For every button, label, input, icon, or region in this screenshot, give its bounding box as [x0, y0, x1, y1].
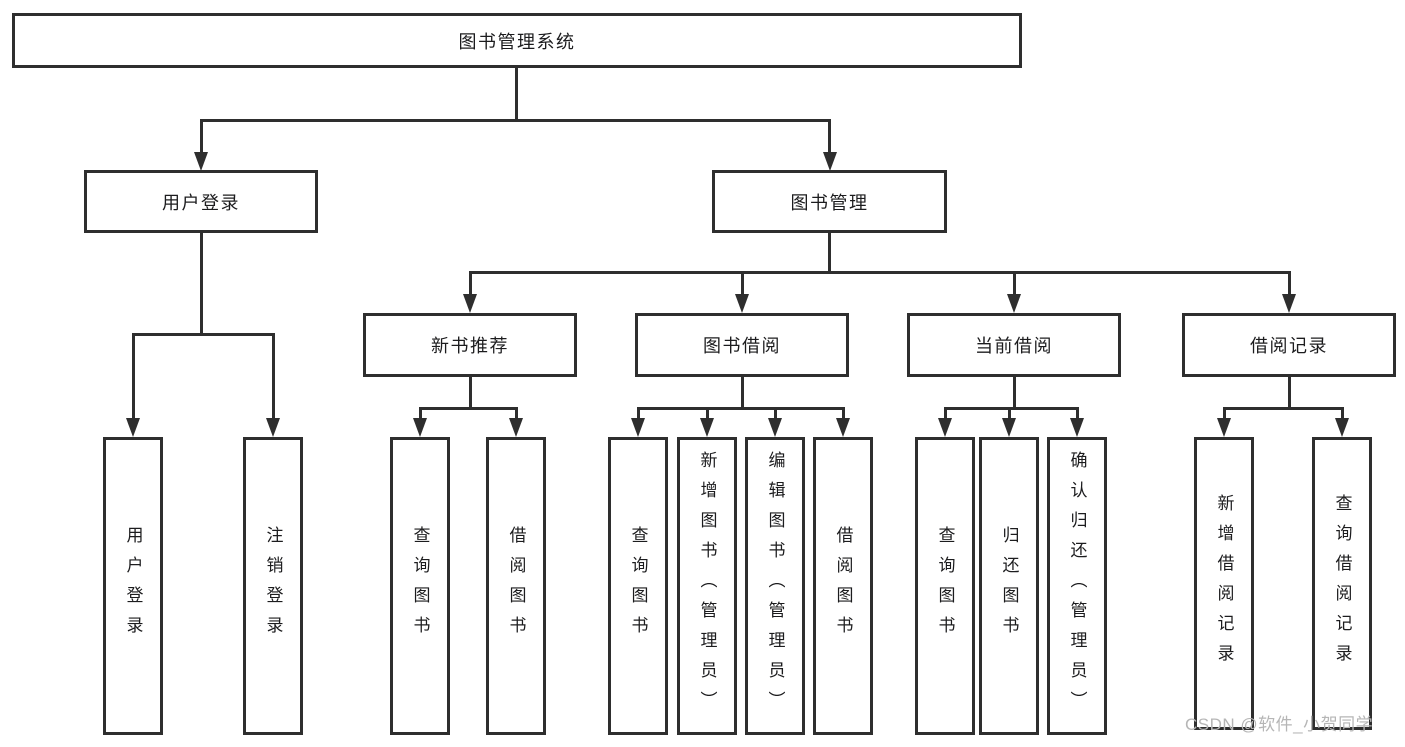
connector-line — [636, 407, 845, 410]
node-records-add-record: 新增借阅记录 — [1194, 437, 1254, 730]
node-label: 注销登录 — [263, 526, 283, 646]
node-label: 借阅记录 — [1250, 336, 1328, 356]
connector-line — [515, 68, 518, 122]
node-borrow-edit-books-admin: 编辑图书（管理员） — [745, 437, 805, 735]
connector-line — [468, 271, 472, 297]
node-current-borrowing: 当前借阅 — [907, 313, 1121, 377]
node-user-login: 用户登录 — [84, 170, 318, 233]
node-login: 用户登录 — [103, 437, 163, 735]
edge-arrowhead — [1007, 294, 1021, 313]
connector-line — [1007, 407, 1011, 419]
connector-line — [1287, 377, 1291, 410]
node-borrowing-records: 借阅记录 — [1182, 313, 1396, 377]
node-book-management: 图书管理 — [712, 170, 947, 233]
node-label: 查询图书 — [628, 526, 648, 646]
connector-line — [1075, 407, 1079, 419]
connector-line — [1287, 271, 1291, 297]
connector-line — [1340, 407, 1344, 419]
connector-line — [199, 119, 830, 122]
node-label: 确认归还（管理员） — [1067, 451, 1087, 721]
node-borrow-query-books: 查询图书 — [608, 437, 668, 735]
node-borrow-borrow-books: 借阅图书 — [813, 437, 873, 735]
connector-line — [943, 407, 1079, 410]
edge-arrowhead — [194, 152, 208, 171]
node-recommend-query-books: 查询图书 — [390, 437, 450, 735]
node-label: 用户登录 — [162, 192, 240, 213]
edge-arrowhead — [1335, 418, 1349, 437]
connector-line — [468, 271, 1291, 274]
node-label: 图书管理系统 — [458, 31, 576, 52]
edge-arrowhead — [463, 294, 477, 313]
node-label: 新书推荐 — [431, 336, 509, 356]
node-system-root: 图书管理系统 — [12, 13, 1022, 68]
edge-arrowhead — [735, 294, 749, 313]
node-current-return-books: 归还图书 — [979, 437, 1039, 735]
connector-line — [1012, 377, 1016, 410]
connector-line — [828, 233, 831, 274]
edge-arrowhead — [1070, 418, 1084, 437]
connector-line — [418, 407, 518, 410]
node-label: 编辑图书（管理员） — [765, 451, 785, 721]
connector-line — [943, 407, 947, 419]
node-current-confirm-return-admin: 确认归还（管理员） — [1047, 437, 1107, 735]
edge-arrowhead — [768, 418, 782, 437]
connector-line — [1222, 407, 1344, 410]
node-label: 新增借阅记录 — [1214, 493, 1234, 674]
connector-line — [705, 407, 709, 419]
edge-arrowhead — [1282, 294, 1296, 313]
connector-line — [740, 271, 744, 297]
edge-arrowhead — [938, 418, 952, 437]
connector-line — [636, 407, 640, 419]
node-label: 用户登录 — [123, 526, 143, 646]
node-label: 图书管理 — [790, 192, 869, 213]
connector-line — [740, 377, 744, 410]
edge-arrowhead — [413, 418, 427, 437]
connector-line — [514, 407, 518, 419]
node-label: 借阅图书 — [833, 526, 853, 646]
connector-line — [418, 407, 422, 419]
connector-line — [199, 233, 203, 336]
node-label: 新增图书（管理员） — [697, 451, 717, 721]
edge-arrowhead — [1217, 418, 1231, 437]
edge-arrowhead — [700, 418, 714, 437]
watermark: CSDN @软件_小贺同学 — [1185, 715, 1374, 734]
node-logout: 注销登录 — [243, 437, 303, 735]
connector-line — [271, 333, 275, 419]
node-label: 归还图书 — [999, 526, 1019, 646]
node-label: 当前借阅 — [975, 336, 1053, 356]
node-book-borrowing: 图书借阅 — [635, 313, 849, 377]
node-label: 查询借阅记录 — [1332, 493, 1352, 674]
node-label: 查询图书 — [410, 526, 430, 646]
edge-arrowhead — [822, 152, 837, 171]
node-records-query-record: 查询借阅记录 — [1312, 437, 1372, 730]
connector-line — [1222, 407, 1226, 419]
connector-line — [468, 377, 472, 410]
connector-line — [199, 119, 203, 153]
node-label: 查询图书 — [935, 526, 955, 646]
edge-arrowhead — [631, 418, 645, 437]
node-current-query-books: 查询图书 — [915, 437, 975, 735]
node-borrow-add-books-admin: 新增图书（管理员） — [677, 437, 737, 735]
connector-line — [131, 333, 135, 419]
connector-line — [131, 333, 275, 336]
edge-arrowhead — [509, 418, 523, 437]
connector-line — [1012, 271, 1016, 297]
node-new-book-recommend: 新书推荐 — [363, 313, 577, 377]
edge-arrowhead — [1002, 418, 1016, 437]
connector-line — [841, 407, 845, 419]
edge-arrowhead — [266, 418, 280, 437]
edge-arrowhead — [126, 418, 140, 437]
node-label: 图书借阅 — [703, 336, 781, 356]
edge-arrowhead — [836, 418, 850, 437]
node-recommend-borrow-books: 借阅图书 — [486, 437, 546, 735]
connector-line — [773, 407, 777, 419]
connector-line — [828, 119, 831, 153]
node-label: 借阅图书 — [506, 526, 526, 646]
